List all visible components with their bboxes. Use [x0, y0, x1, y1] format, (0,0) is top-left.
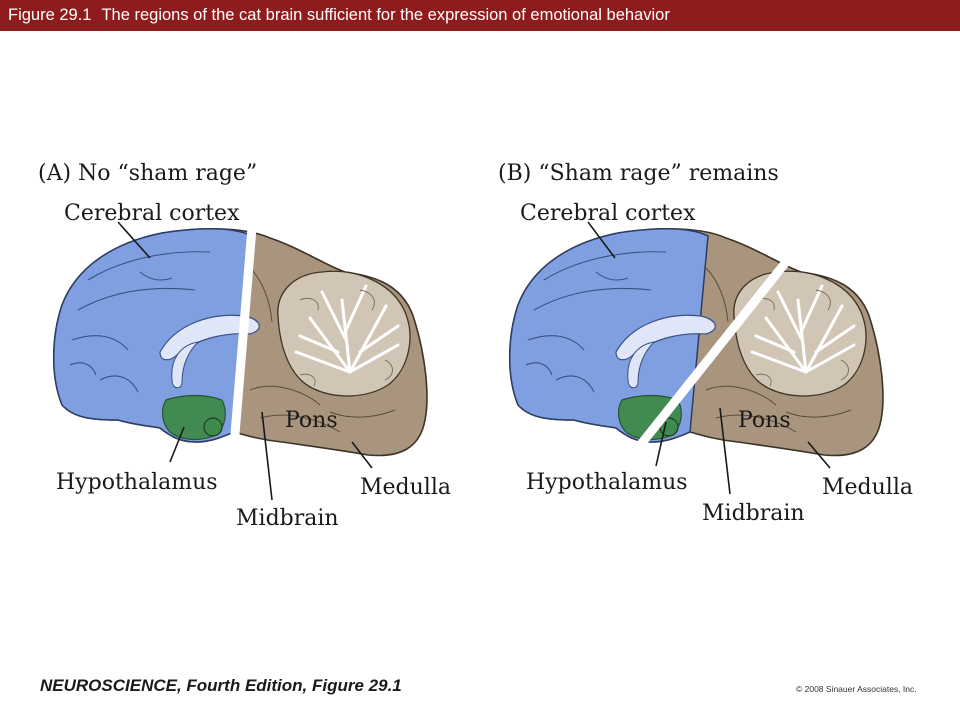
figure-number: Figure 29.1	[8, 6, 92, 24]
panel-b-cut-line	[634, 259, 790, 451]
source-caption: NEUROSCIENCE, Fourth Edition, Figure 29.…	[40, 676, 402, 695]
panel-a-label-cortex: Cerebral cortex	[64, 201, 240, 226]
figure-title: The regions of the cat brain sufficient …	[101, 6, 670, 24]
panel-a-label-midbrain: Midbrain	[236, 506, 339, 531]
panel-b-label-pons: Pons	[738, 408, 791, 433]
figure-title-bar: Figure 29.1 The regions of the cat brain …	[0, 0, 960, 31]
brain-diagram: (A) No “sham rage” Cerebral cortex Pons …	[38, 161, 913, 531]
panel-a-label-hypothalamus: Hypothalamus	[56, 470, 218, 495]
panel-a: (A) No “sham rage” Cerebral cortex Pons …	[38, 161, 451, 531]
panel-b-heading: (B) “Sham rage” remains	[498, 161, 779, 186]
panel-b-label-medulla: Medulla	[822, 475, 913, 500]
panel-a-label-pons: Pons	[285, 408, 338, 433]
panel-b-label-hypothalamus: Hypothalamus	[526, 470, 688, 495]
panel-a-heading: (A) No “sham rage”	[38, 161, 257, 186]
panel-b-label-midbrain: Midbrain	[702, 501, 805, 526]
panel-a-label-medulla: Medulla	[360, 475, 451, 500]
panel-a-cut-line	[229, 227, 257, 447]
panel-b: (B) “Sham rage” remains Cerebral cortex …	[498, 161, 913, 526]
copyright-notice: © 2008 Sinauer Associates, Inc.	[796, 684, 917, 694]
panel-b-label-cortex: Cerebral cortex	[520, 201, 696, 226]
panel-b-brain	[508, 227, 885, 458]
